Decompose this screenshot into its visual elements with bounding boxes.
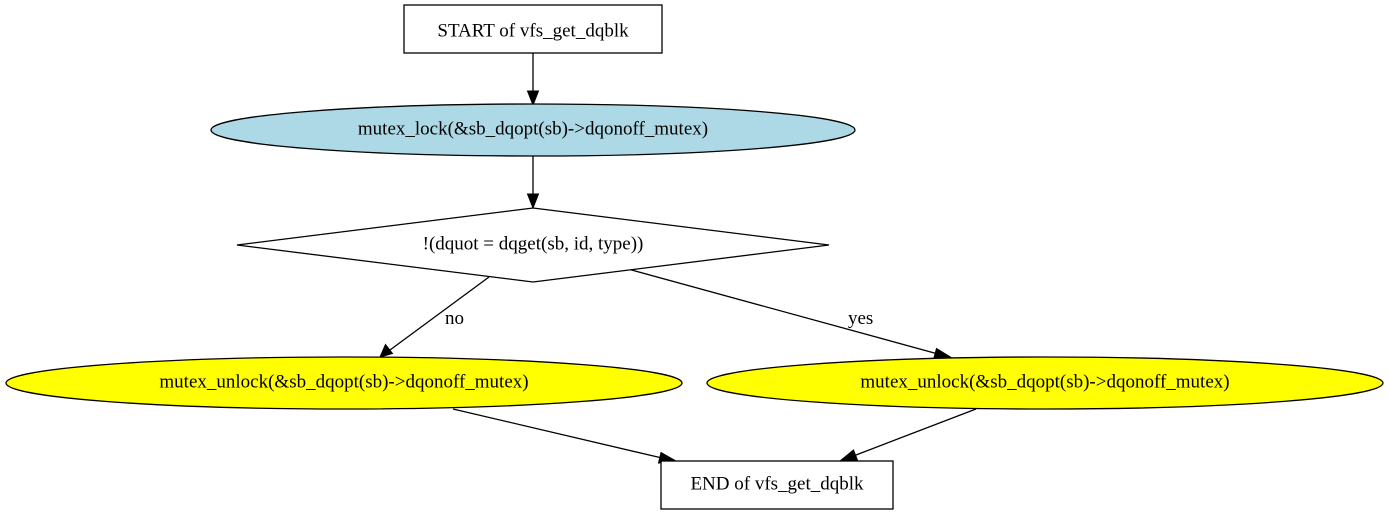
node-decision: !(dquot = dqget(sb, id, type)) — [236, 207, 830, 283]
edge-unlock-no-to-end — [452, 408, 678, 464]
edge-label-yes: yes — [848, 308, 873, 329]
lock-ellipse — [210, 103, 856, 157]
unlock-yes-ellipse — [706, 356, 1384, 410]
decision-label: !(dquot = dqget(sb, id, type)) — [423, 233, 644, 254]
edge-unlock-yes-to-end — [838, 408, 977, 462]
edge-decision-to-unlock-yes: yes — [627, 268, 954, 361]
edge-lock-to-decision — [526, 156, 540, 210]
node-unlock-no: mutex_unlock(&sb_dqopt(sb)->dqonoff_mute… — [5, 356, 683, 410]
unlock-yes-label: mutex_unlock(&sb_dqopt(sb)->dqonoff_mute… — [860, 371, 1229, 392]
end-box — [660, 460, 894, 510]
edge-decision-to-unlock-no: no — [379, 276, 490, 358]
decision-diamond — [236, 207, 830, 283]
node-lock: mutex_lock(&sb_dqopt(sb)->dqonoff_mutex) — [210, 103, 856, 157]
edge-label-no: no — [445, 308, 464, 329]
unlock-no-label: mutex_unlock(&sb_dqopt(sb)->dqonoff_mute… — [159, 371, 528, 392]
node-end: END of vfs_get_dqblk — [660, 460, 894, 510]
node-unlock-yes: mutex_unlock(&sb_dqopt(sb)->dqonoff_mute… — [706, 356, 1384, 410]
unlock-no-ellipse — [5, 356, 683, 410]
end-label: END of vfs_get_dqblk — [690, 473, 864, 494]
start-label: START of vfs_get_dqblk — [437, 20, 629, 41]
start-box — [403, 4, 663, 54]
lock-label: mutex_lock(&sb_dqopt(sb)->dqonoff_mutex) — [358, 118, 708, 139]
node-start: START of vfs_get_dqblk — [403, 4, 663, 54]
edge-start-to-lock — [526, 53, 540, 107]
